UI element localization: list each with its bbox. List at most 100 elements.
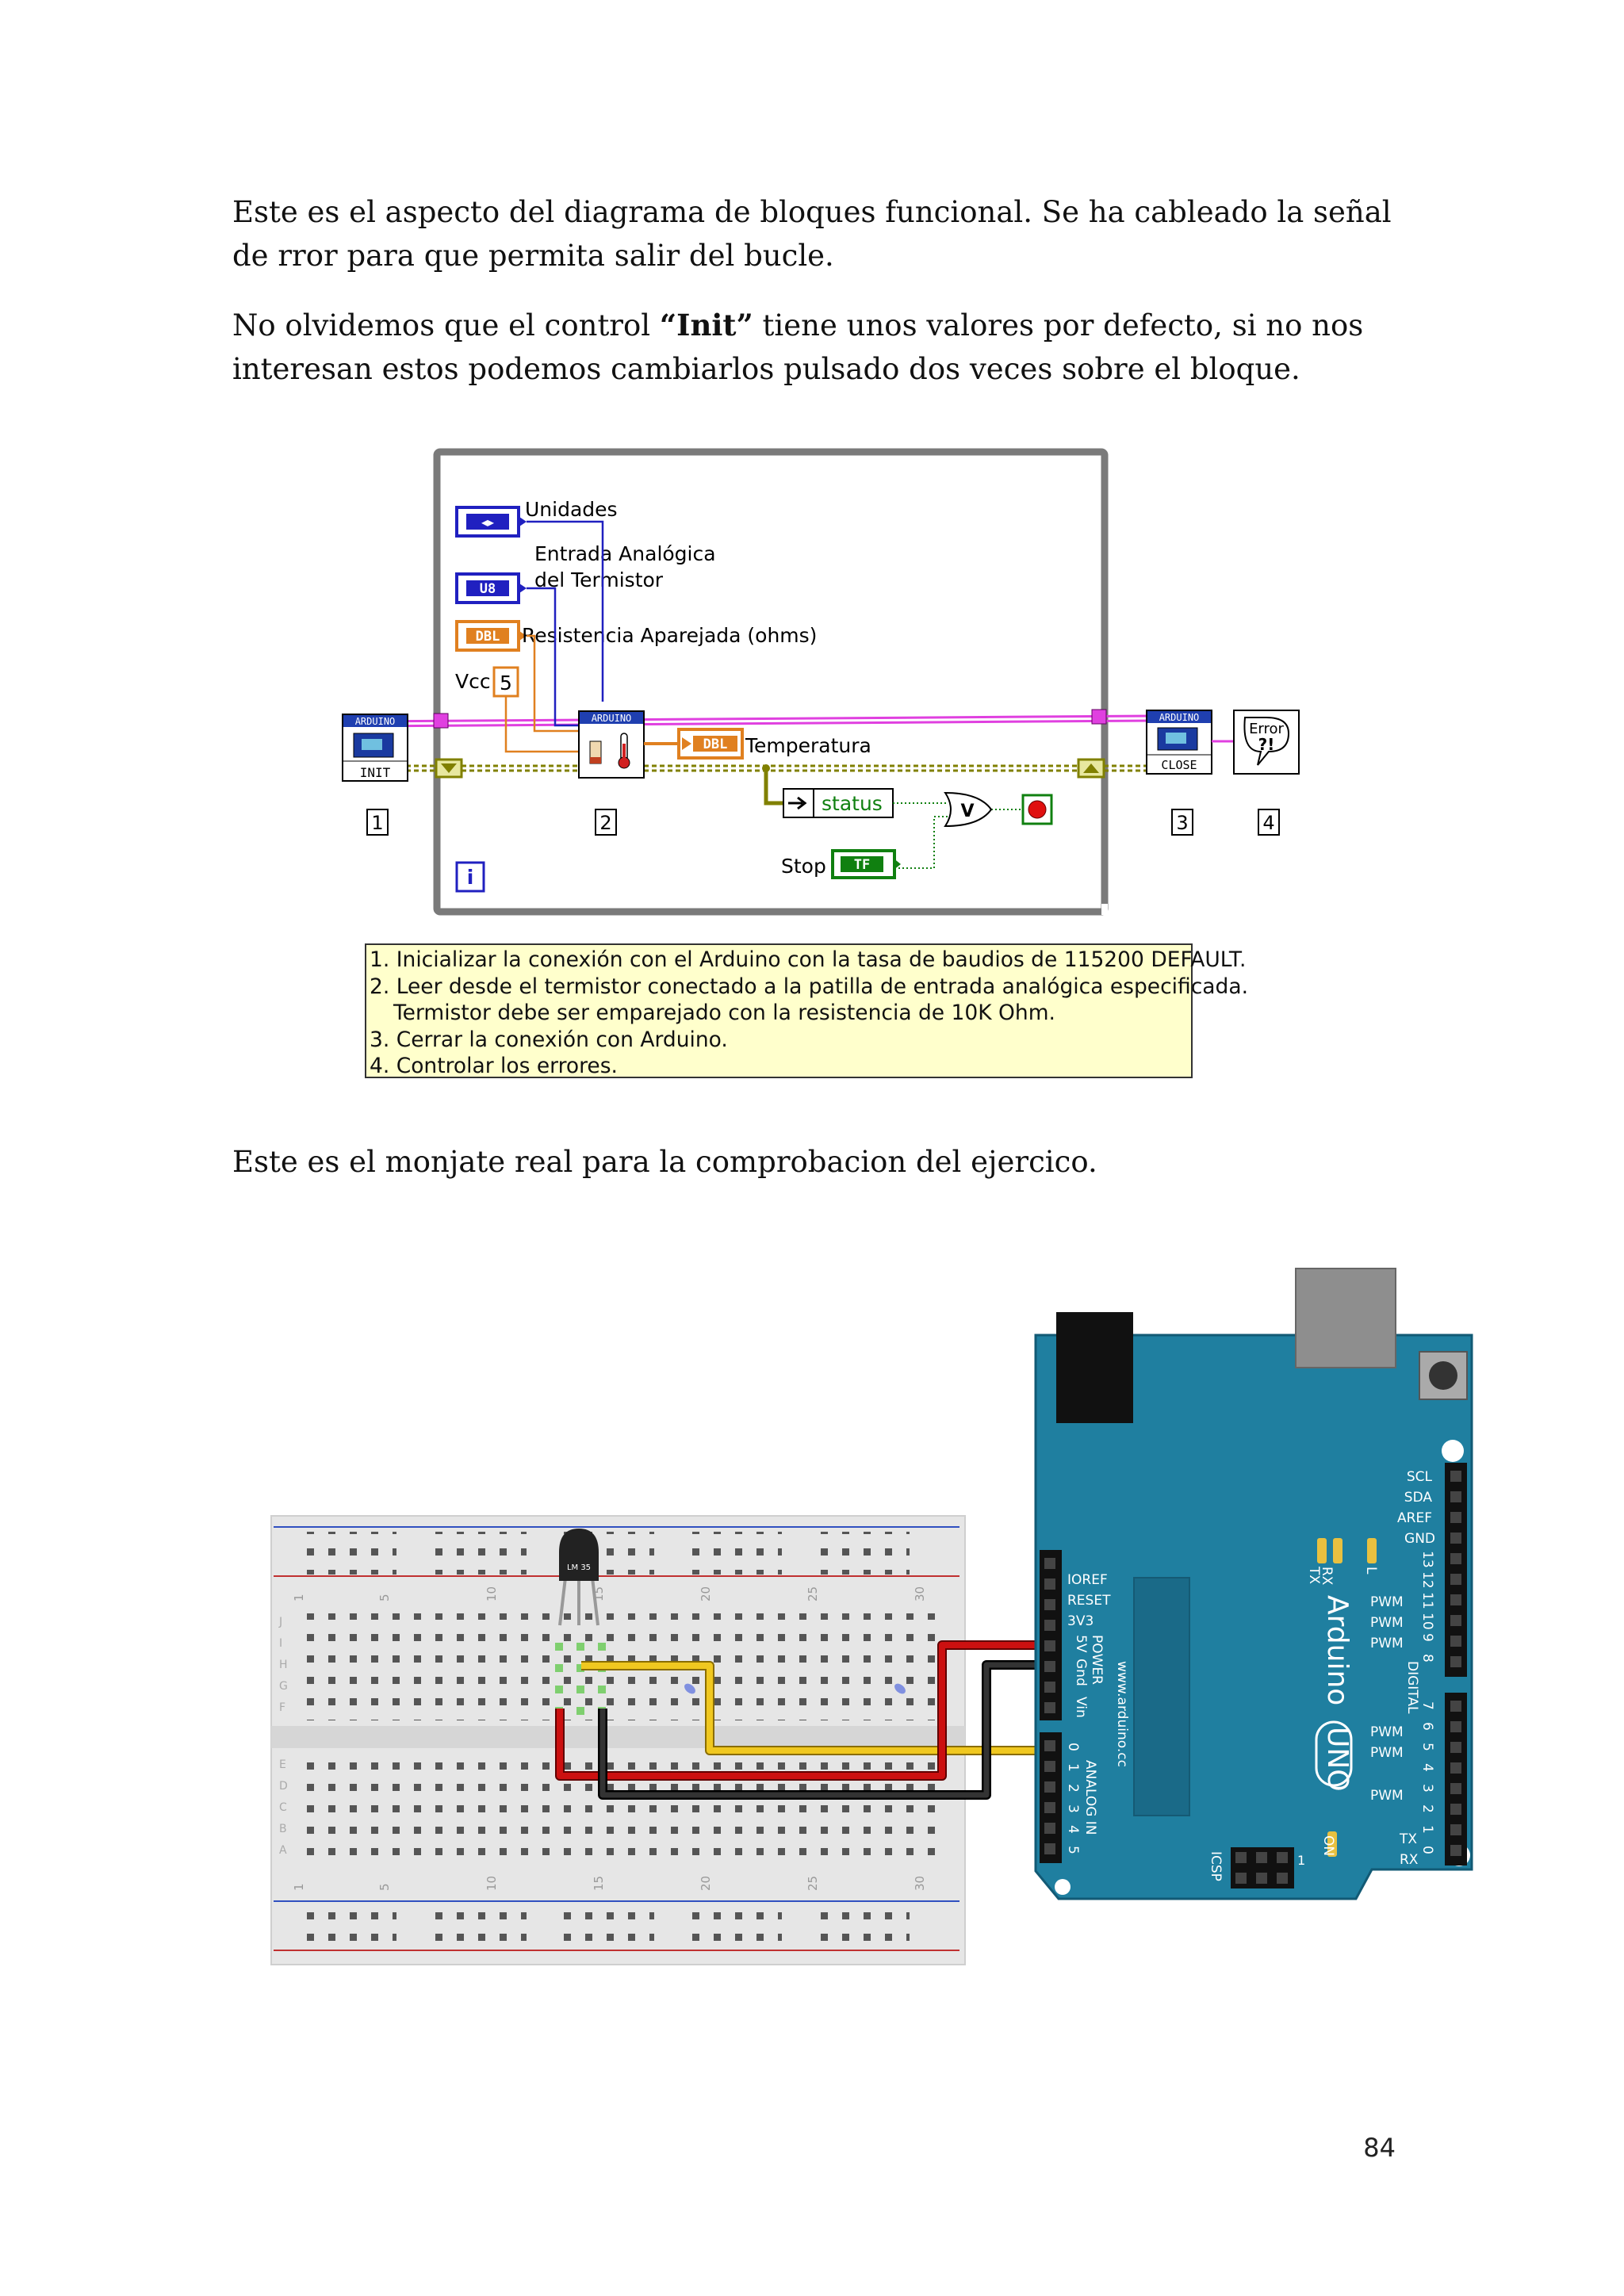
error-tunnel-right — [1091, 709, 1107, 725]
svg-text:PWM: PWM — [1370, 1745, 1404, 1761]
page-number: 84 — [1363, 2133, 1396, 2163]
error-tunnel-left — [433, 713, 449, 729]
svg-text:i: i — [467, 866, 474, 889]
svg-text:6: 6 — [1419, 1722, 1435, 1731]
svg-text:11: 11 — [1419, 1592, 1435, 1609]
svg-text:RX: RX — [1400, 1852, 1419, 1868]
svg-text:10: 10 — [1419, 1613, 1435, 1630]
loop-iteration-terminal — [455, 861, 485, 893]
svg-text:ANALOG IN: ANALOG IN — [1082, 1760, 1098, 1835]
svg-text:20: 20 — [699, 1586, 713, 1601]
svg-text:B: B — [279, 1823, 287, 1835]
svg-text:10: 10 — [485, 1586, 499, 1601]
svg-text:E: E — [279, 1758, 286, 1771]
svg-text:30: 30 — [913, 1876, 927, 1891]
note-line-1: 1. Inicializar la conexión con el Arduin… — [370, 947, 1247, 972]
svg-text:8: 8 — [1419, 1654, 1435, 1663]
breadboard-component-2 — [894, 1683, 906, 1694]
svg-text:L: L — [1363, 1567, 1379, 1575]
arduino-power-pin-labels: IOREF RESET 3V3 — [1067, 1572, 1111, 1629]
svg-text:H: H — [279, 1659, 288, 1671]
svg-text:RESET: RESET — [1067, 1593, 1111, 1609]
init-note-pre: No olvidemos que el control — [232, 308, 660, 342]
step-number-1: 1 — [366, 809, 389, 836]
circuit-illustration: 1 5 10 15 20 25 30 1 5 10 15 20 25 30 J … — [270, 1268, 1473, 1965]
breadboard-component-1 — [684, 1683, 695, 1694]
arduino-rotated-labels: 5V Gnd Vin POWER 0 1 2 3 4 5 ANALOG IN w… — [1065, 1566, 1420, 1881]
svg-text:GND: GND — [1404, 1531, 1435, 1547]
svg-text:RX: RX — [1319, 1567, 1335, 1586]
svg-text:1: 1 — [371, 812, 383, 834]
svg-text:PWM: PWM — [1370, 1636, 1404, 1651]
svg-text:AREF: AREF — [1397, 1510, 1432, 1526]
svg-text:ON: ON — [1320, 1835, 1336, 1856]
svg-text:Vin: Vin — [1073, 1697, 1089, 1718]
svg-text:9: 9 — [1419, 1633, 1435, 1642]
svg-text:ICSP: ICSP — [1208, 1851, 1224, 1881]
arduino-close-block: ARDUINO CLOSE — [1146, 710, 1212, 775]
svg-text:DBL: DBL — [703, 737, 728, 752]
svg-text:ARDUINO: ARDUINO — [355, 716, 396, 727]
svg-text:DIGITAL: DIGITAL — [1404, 1661, 1420, 1714]
note-line-3: Termistor debe ser emparejado con la res… — [393, 1001, 1055, 1025]
svg-text:DBL: DBL — [476, 629, 500, 645]
svg-text:15: 15 — [592, 1876, 606, 1891]
breadboard-column-numbers-top: 1 5 10 15 20 25 30 — [292, 1586, 927, 1601]
step-number-3: 3 — [1171, 809, 1193, 836]
svg-text:D: D — [279, 1780, 288, 1793]
arduino-thermistor-read-block: ARDUINO — [578, 710, 645, 779]
while-loop-frame — [433, 448, 1109, 916]
shift-register-left — [435, 758, 463, 779]
stop-label: Stop — [781, 855, 826, 878]
paragraph-assembly: Este es el monjate real para la comproba… — [232, 1145, 1097, 1179]
uno-badge — [1315, 1720, 1353, 1787]
svg-text:1: 1 — [1065, 1763, 1081, 1772]
svg-text:13: 13 — [1419, 1551, 1435, 1568]
svg-text:5: 5 — [377, 1594, 392, 1601]
svg-text:INIT: INIT — [360, 765, 391, 780]
svg-text:A: A — [279, 1844, 287, 1857]
unidades-control[interactable]: ◂▸ — [455, 506, 527, 538]
svg-text:PWM: PWM — [1370, 1724, 1404, 1740]
svg-text:I: I — [279, 1637, 282, 1650]
svg-text:0: 0 — [1065, 1743, 1081, 1751]
svg-text:1: 1 — [292, 1883, 306, 1891]
svg-text:3: 3 — [1176, 812, 1188, 834]
step-number-2: 2 — [595, 809, 617, 836]
svg-text:12: 12 — [1419, 1571, 1435, 1589]
svg-text:G: G — [279, 1680, 288, 1693]
svg-text:F: F — [279, 1701, 285, 1714]
svg-text:1: 1 — [1419, 1825, 1435, 1834]
svg-text:5: 5 — [377, 1883, 392, 1891]
svg-text:PWM: PWM — [1370, 1615, 1404, 1631]
svg-text:5: 5 — [1065, 1846, 1081, 1854]
svg-text:www.arduino.cc: www.arduino.cc — [1114, 1661, 1130, 1767]
analog-header — [1040, 1732, 1062, 1863]
svg-text:LM 35: LM 35 — [567, 1563, 591, 1572]
svg-text:Gnd: Gnd — [1073, 1659, 1089, 1686]
svg-text:5: 5 — [500, 672, 512, 695]
stop-button-control[interactable]: TF — [831, 849, 901, 879]
lm35-sensor: LM 35 — [558, 1529, 599, 1626]
svg-text:TX: TX — [1399, 1831, 1417, 1847]
usb-connector — [1295, 1268, 1396, 1368]
entrada-u8-control[interactable]: U8 — [455, 572, 527, 604]
or-gate: V — [944, 791, 993, 828]
status-leds — [1317, 1538, 1377, 1857]
svg-text:UNO: UNO — [1321, 1727, 1354, 1792]
resistencia-label: Resistencia Aparejada (ohms) — [522, 624, 817, 647]
svg-text:5: 5 — [1419, 1743, 1435, 1751]
resistencia-dbl-control[interactable]: DBL — [455, 620, 527, 652]
svg-text:4: 4 — [1262, 812, 1274, 834]
temperatura-indicator: DBL — [677, 728, 744, 760]
svg-text:ARDUINO: ARDUINO — [1159, 712, 1200, 723]
svg-text:Error: Error — [1249, 721, 1284, 737]
svg-text:SDA: SDA — [1404, 1490, 1433, 1506]
svg-text:PWM: PWM — [1370, 1788, 1404, 1804]
vcc-label: Vcc — [455, 670, 491, 693]
boolean-wires — [893, 802, 1023, 869]
svg-text:PWM: PWM — [1370, 1594, 1404, 1610]
shift-register-right — [1077, 758, 1105, 779]
svg-text:?!: ?! — [1258, 735, 1275, 754]
svg-text:SCL: SCL — [1407, 1469, 1433, 1485]
